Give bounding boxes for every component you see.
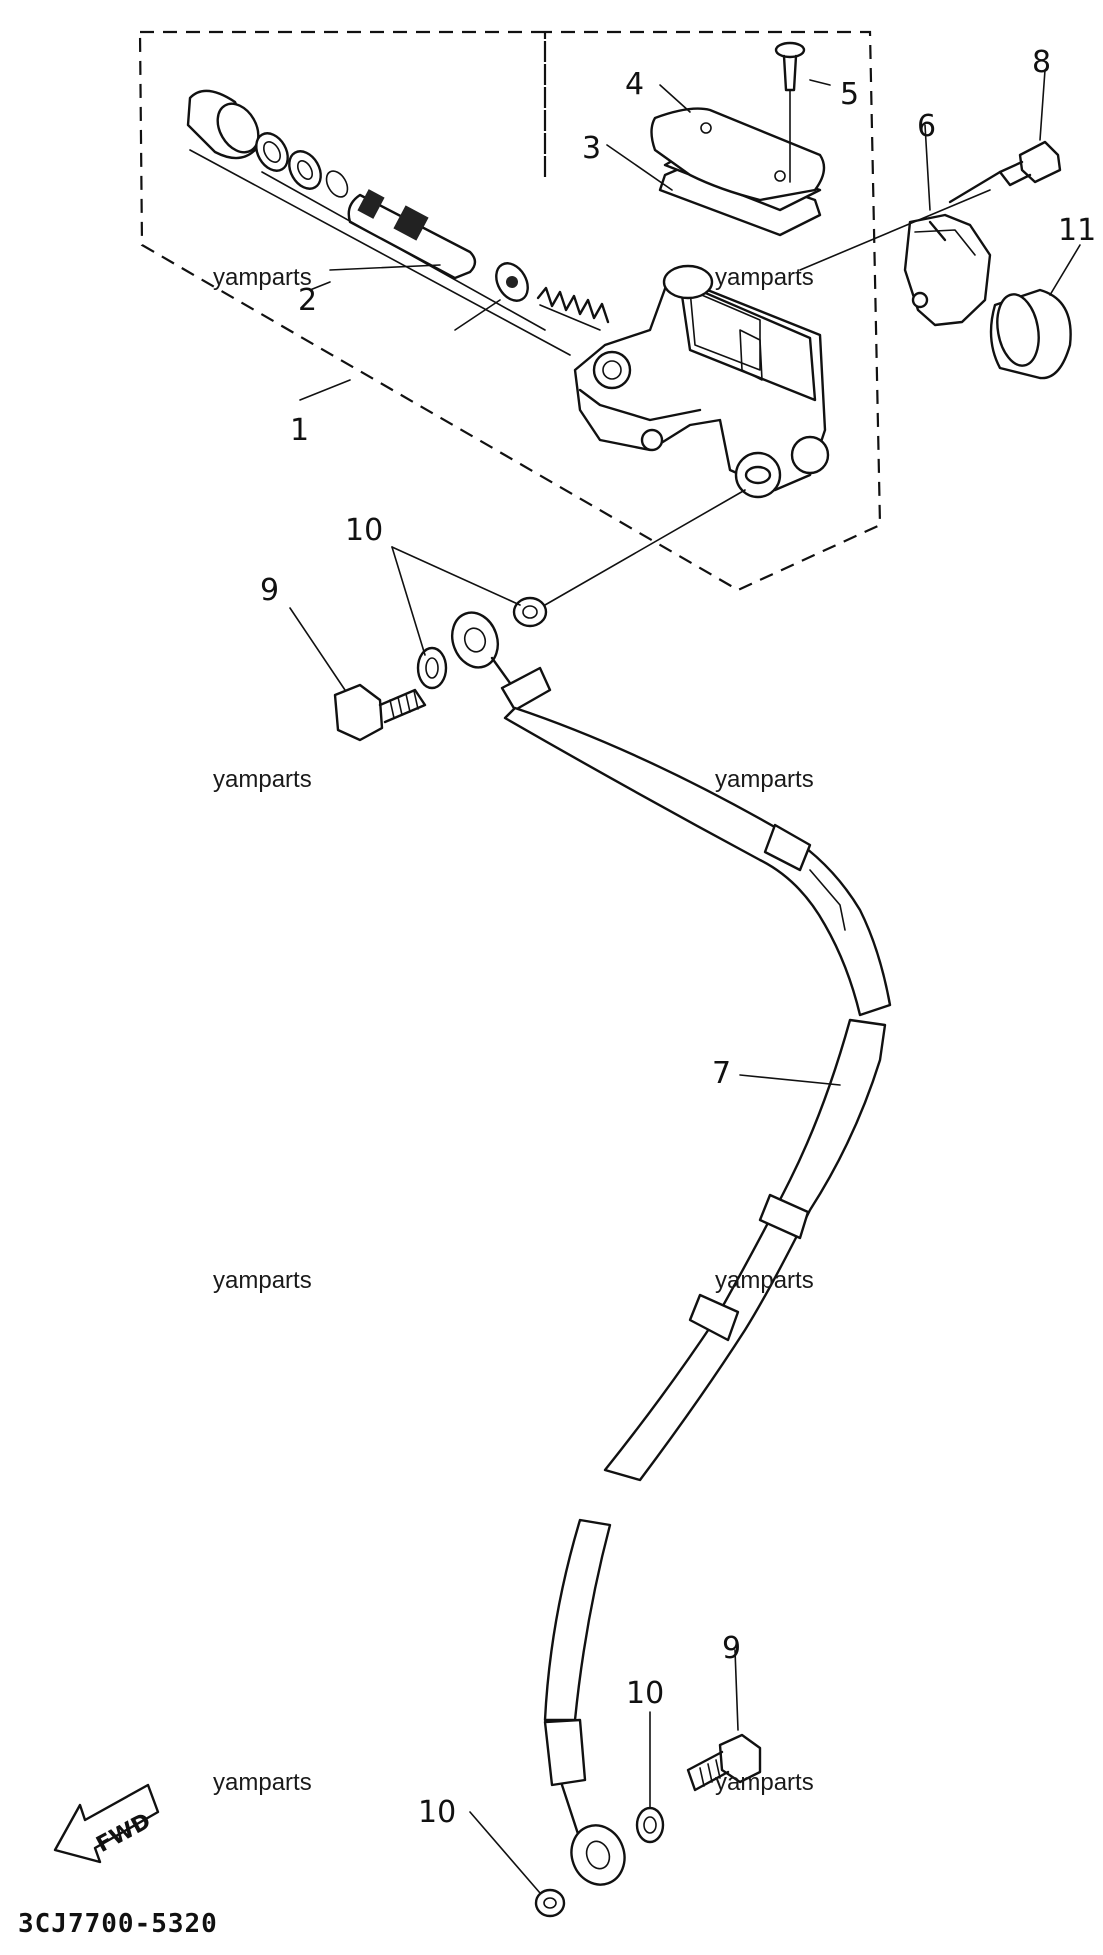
lower-washer-right <box>635 1806 665 1844</box>
watermark: yamparts <box>715 264 814 291</box>
bracket-bolt <box>799 140 1062 271</box>
reservoir-cap-and-diaphragm <box>650 107 826 237</box>
callout-9-lower: 9 <box>722 1631 741 1666</box>
master-cylinder-body <box>573 264 830 499</box>
brake-hose <box>451 611 892 1886</box>
outlet-leader-line <box>544 489 746 606</box>
upper-washer-right <box>512 596 548 628</box>
cap-screw <box>774 41 806 183</box>
watermark: yamparts <box>715 1769 814 1796</box>
upper-washer-left <box>416 646 448 690</box>
watermark: yamparts <box>715 766 814 793</box>
watermark: yamparts <box>213 264 312 291</box>
callout-leaders <box>289 69 1081 1894</box>
forward-arrow-icon: FWD <box>53 1783 160 1864</box>
callout-9-upper: 9 <box>260 573 279 608</box>
callout-5: 5 <box>840 77 859 112</box>
callout-6: 6 <box>917 109 936 144</box>
upper-union-bolt <box>333 683 427 742</box>
watermark: yamparts <box>213 1769 312 1796</box>
piston-kit-leader-lines <box>189 149 571 356</box>
rubber-collar <box>989 288 1072 380</box>
callout-10-lower-left: 10 <box>418 1795 456 1830</box>
assembly-boundary-inner <box>290 32 545 178</box>
watermark: yamparts <box>213 766 312 793</box>
callout-2: 2 <box>298 283 317 318</box>
diagram-code: 3CJ7700-5320 <box>18 1909 218 1939</box>
callout-10-upper: 10 <box>345 513 383 548</box>
watermark: yamparts <box>715 1267 814 1294</box>
callout-7: 7 <box>712 1056 731 1091</box>
callout-3: 3 <box>582 131 601 166</box>
callout-4: 4 <box>625 67 644 102</box>
callout-1: 1 <box>290 413 309 448</box>
callout-8: 8 <box>1032 45 1051 80</box>
lower-union-bolt <box>686 1733 762 1792</box>
lower-washer-left <box>534 1888 566 1918</box>
callout-11: 11 <box>1058 213 1096 248</box>
watermark: yamparts <box>213 1267 312 1294</box>
callout-10-lower-right: 10 <box>626 1676 664 1711</box>
assembly-boundary <box>138 30 882 592</box>
handlebar-bracket <box>903 213 992 327</box>
piston-kit <box>186 89 610 331</box>
